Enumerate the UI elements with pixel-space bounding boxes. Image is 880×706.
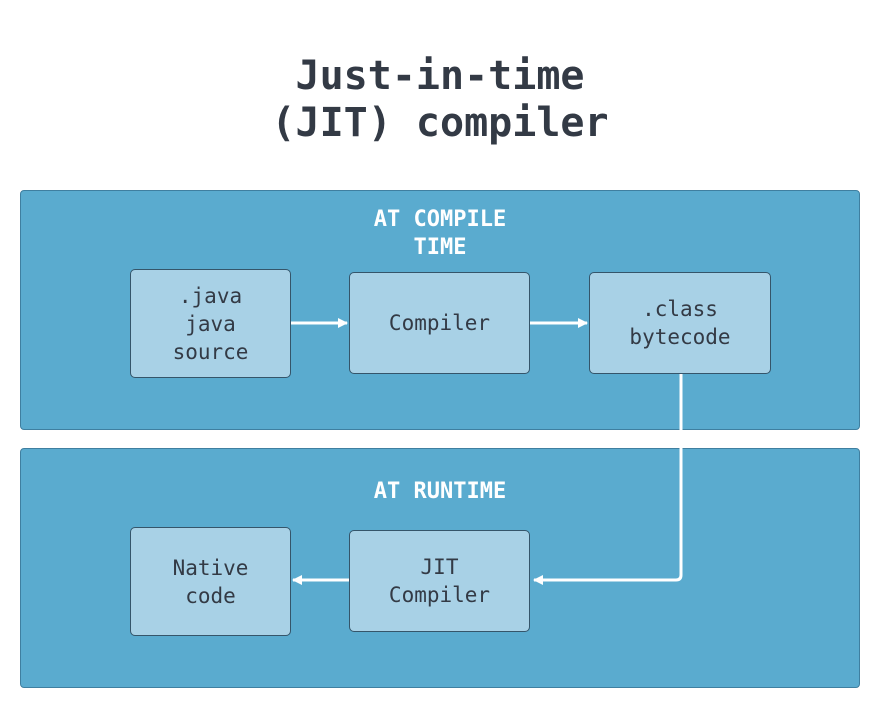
class-bytecode-line-1: .class [642,297,718,321]
java-source-line-1: .java [178,283,243,308]
jit-compiler-line-1: JIT [420,555,459,579]
jit-compiler-node: JIT Compiler [349,530,530,632]
java-source-line-2: java [185,311,236,336]
compile-time-label-line-1: AT COMPILE [373,207,507,232]
native-code-line-2: code [185,583,236,608]
title-line-2: (JIT) compiler [271,100,609,146]
native-code-line-1: Native [172,555,249,580]
title-line-1: Just-in-time [295,53,585,99]
arrow-bytecode-to-jit [533,374,683,585]
java-source-node: .java java source [130,269,291,378]
runtime-label-text: AT RUNTIME [373,479,507,504]
native-code-node: Native code [130,527,291,636]
runtime-label: AT RUNTIME [21,478,859,506]
jit-compiler-line-2: Compiler [388,583,491,607]
class-bytecode-node: .class bytecode [589,272,771,374]
java-source-line-3: source [172,339,249,364]
compiler-node: Compiler [349,272,530,374]
compile-time-label: AT COMPILE TIME [21,206,859,262]
class-bytecode-line-2: bytecode [629,325,731,349]
compiler-label: Compiler [388,311,491,335]
compile-time-label-line-2: TIME [413,235,467,260]
page-title: Just-in-time (JIT) compiler [0,53,880,147]
